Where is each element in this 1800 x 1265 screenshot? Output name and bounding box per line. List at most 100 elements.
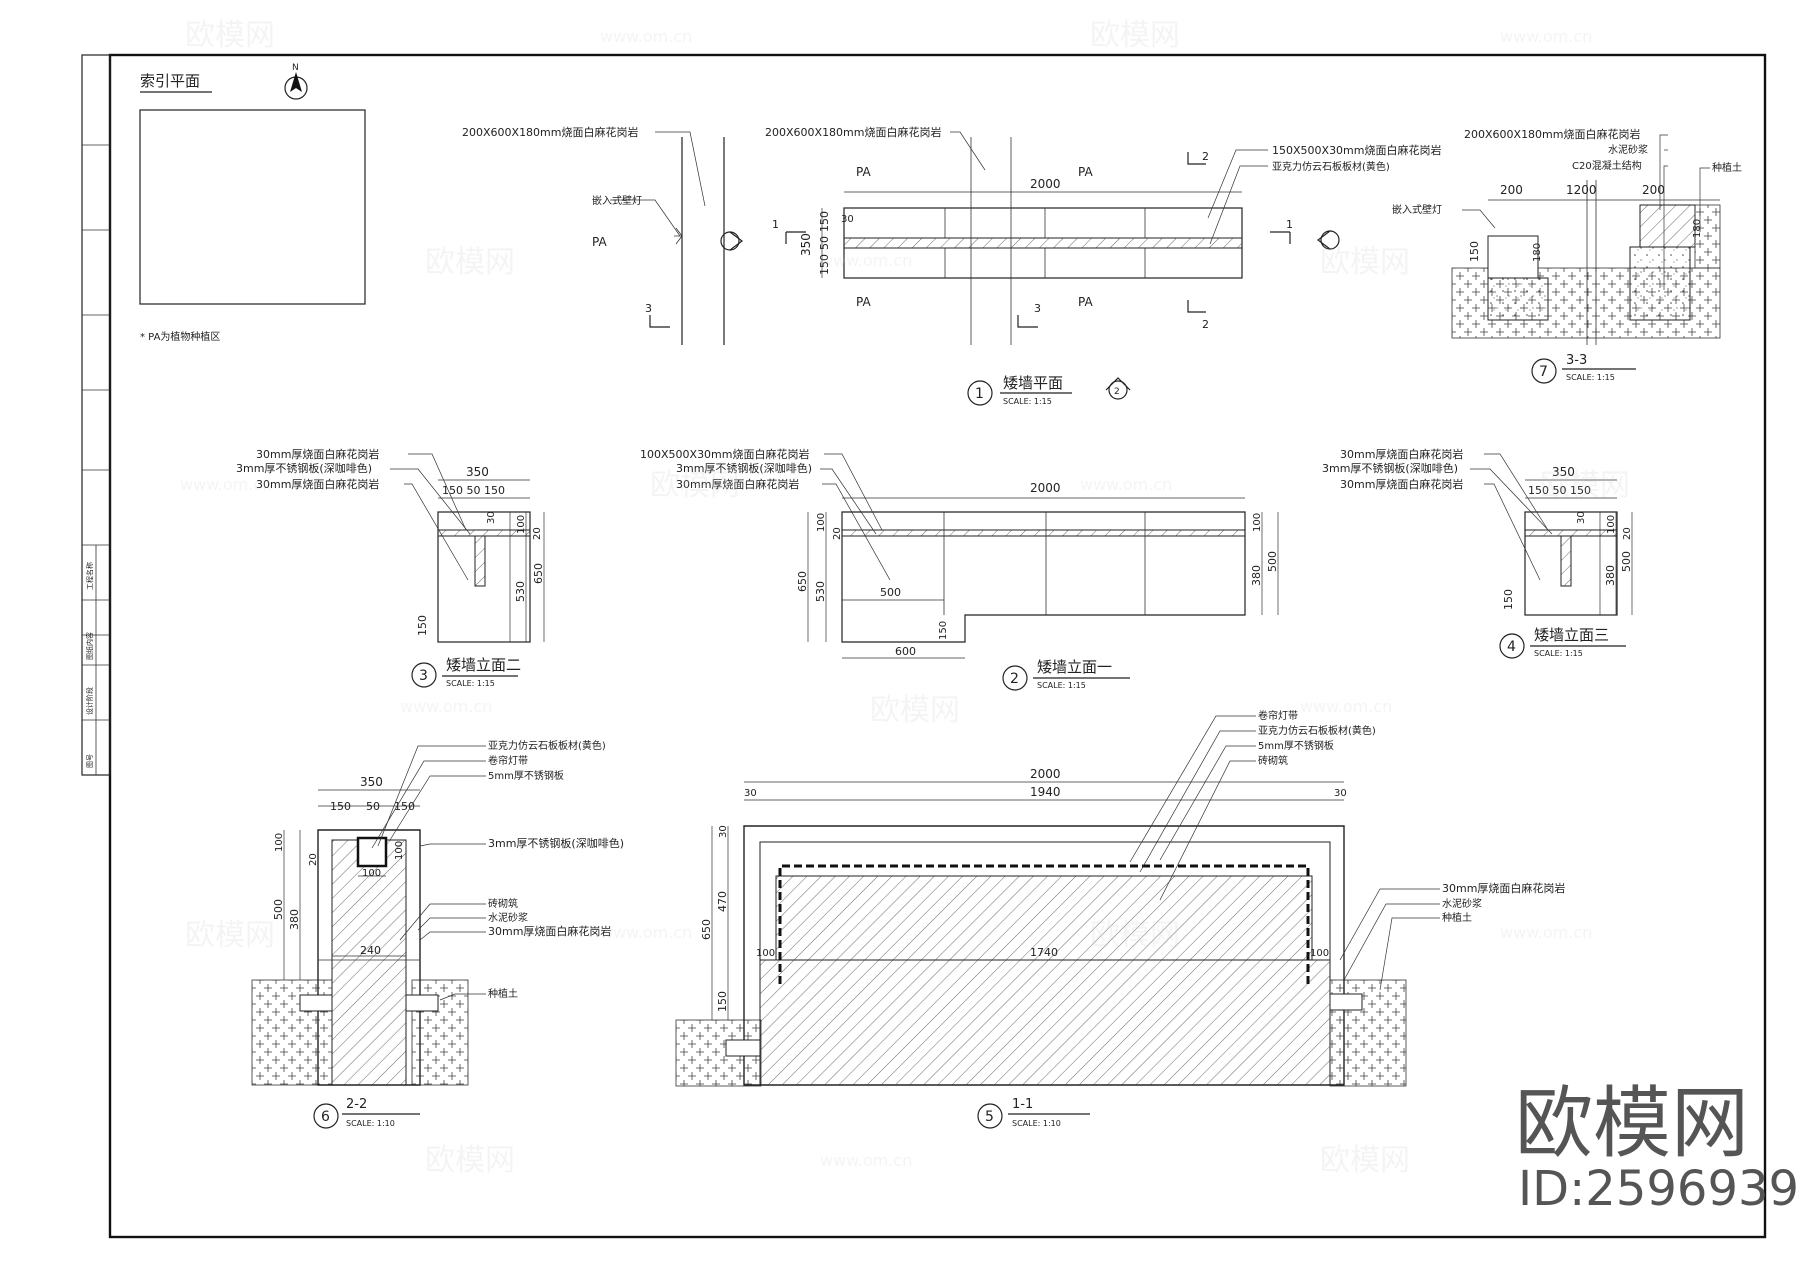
cut-3-mid: 3 <box>1034 302 1041 315</box>
elev3-title-block: 4 矮墙立面三 SCALE: 1:15 <box>1499 626 1626 659</box>
elev1-callout-a: 100X500X30mm烧面白麻花岗岩 <box>640 447 810 461</box>
sec22-dim-100c: 100 <box>362 868 381 879</box>
sec11-dim-100r: 100 <box>1310 948 1329 959</box>
elev3-callout-c: 30mm厚烧面白麻花岗岩 <box>1340 477 1463 491</box>
elev1-callout-c: 30mm厚烧面白麻花岗岩 <box>676 477 799 491</box>
elev2-callout-c: 30mm厚烧面白麻花岗岩 <box>256 477 379 491</box>
elev2-dim-30: 30 <box>486 511 497 524</box>
sec11-title: 1-1 <box>1012 1097 1033 1112</box>
elev2-dim-650: 650 <box>532 563 545 584</box>
sec22-dim-240: 240 <box>360 944 381 957</box>
tb-text-3: 设计阶段 <box>85 687 94 715</box>
sec22-dim-20: 20 <box>308 853 319 866</box>
elev1-dim-380: 380 <box>1250 565 1263 586</box>
title-block-dividers <box>82 144 110 775</box>
sec11-dim-1740: 1740 <box>1030 946 1058 959</box>
sec22-number: 6 <box>321 1109 330 1125</box>
elev2-dim-150: 150 <box>416 615 429 636</box>
sec11-dim-650: 650 <box>700 919 713 940</box>
sec22-dim-c: 150 <box>394 800 415 813</box>
elev1-outline <box>841 511 1246 643</box>
plan-callout-paving-left: 200X600X180mm烧面白麻花岗岩 <box>462 125 639 139</box>
elev3-dim-parts: 150 50 150 <box>1528 484 1591 497</box>
wm-brand-8: 欧模网 <box>185 918 275 953</box>
elev3-dim-20: 20 <box>1622 527 1633 540</box>
elev1-dim-600: 600 <box>895 645 916 658</box>
plan-dim-length: 2000 <box>1030 177 1061 191</box>
elev2-outline <box>437 511 531 643</box>
plan-callout-wall-lamp: 嵌入式壁灯 <box>592 194 642 207</box>
sec22-callout-brick: 砖砌筑 <box>488 897 518 910</box>
wm-url-8: www.om.cn <box>600 923 692 942</box>
wm-url-4: www.om.cn <box>180 475 272 494</box>
wm-url-7: www.om.cn <box>1300 697 1392 716</box>
elev1-dim-650: 650 <box>796 571 809 592</box>
sec11-dim-w: 2000 <box>1030 767 1061 781</box>
wm-brand-11: 欧模网 <box>1320 1143 1410 1178</box>
sec22-dim-w: 350 <box>360 775 383 789</box>
elev2-dim-530: 530 <box>514 581 527 602</box>
elev2-dim-20: 20 <box>532 527 543 540</box>
cut-1-right: 1 <box>1286 218 1293 231</box>
pa-label-4: PA <box>856 295 871 309</box>
index-plan-title: 索引平面 <box>140 72 200 90</box>
plan-scale: SCALE: 1:15 <box>1003 397 1052 406</box>
sec33-dim-h180a: 180 <box>1532 243 1543 262</box>
elev2-scale: SCALE: 1:15 <box>446 679 495 688</box>
elev1-dim-w: 2000 <box>1030 481 1061 495</box>
sec33-scale: SCALE: 1:15 <box>1566 373 1615 382</box>
title-block-text: 工程名称 图纸内容 设计阶段 图号 <box>85 562 94 768</box>
cut-2-top: 2 <box>1202 150 1209 163</box>
elev3-dim-w: 350 <box>1552 465 1575 479</box>
watermark-layer: 欧模网 欧模网 欧模网 欧模网 欧模网 欧模网 欧模网 欧模网 欧模网 欧模网 … <box>185 18 1630 1178</box>
elev1-title-block: 2 矮墙立面一 SCALE: 1:15 <box>1002 658 1130 691</box>
sec11-dim-r30: 30 <box>1334 788 1347 799</box>
section-3-3: 200 1200 200 150 180 180 200X600X180mm烧面… <box>1392 127 1742 384</box>
wm-brand-7: 欧模网 <box>870 693 960 728</box>
plan-number: 1 <box>975 386 984 402</box>
sec11-callout-granite: 30mm厚烧面白麻花岗岩 <box>1442 881 1565 895</box>
sec33-title: 3-3 <box>1566 353 1587 368</box>
sec22-scale: SCALE: 1:10 <box>346 1119 395 1128</box>
north-arrow-icon: N <box>284 63 308 100</box>
sec22-callout-mortar: 水泥砂浆 <box>488 911 528 924</box>
elev2-callout-b: 3mm厚不锈钢板(深咖啡色) <box>236 461 372 475</box>
plan-dim-150b: 150 <box>818 254 831 275</box>
sec33-callout-mortar: 水泥砂浆 <box>1608 143 1648 156</box>
elev2-dim-100: 100 <box>516 515 527 534</box>
elev2-title: 矮墙立面二 <box>446 656 521 674</box>
plan-title-block: 1 矮墙平面 SCALE: 1:15 2 <box>967 374 1131 406</box>
elev-ref-2: 2 <box>1114 387 1120 397</box>
sec33-callout-c20: C20混凝土结构 <box>1572 159 1642 172</box>
cut-2-bottom: 2 <box>1202 318 1209 331</box>
wm-brand-9: 欧模网 <box>1090 918 1180 953</box>
sec33-dim-c: 200 <box>1642 183 1665 197</box>
elevation-1: 2000 500 600 150 650 530 100 20 100 380 … <box>640 447 1279 691</box>
wm-brand-4: 欧模网 <box>1320 245 1410 280</box>
elev1-dim-100: 100 <box>816 513 827 532</box>
sec33-title-block: 7 3-3 SCALE: 1:15 <box>1531 353 1636 384</box>
sec22-title: 2-2 <box>346 1097 367 1112</box>
elev1-dim-500r: 500 <box>1266 551 1279 572</box>
sec11-callout-led: 卷帘灯带 <box>1258 709 1298 722</box>
elev2-title-block: 3 矮墙立面二 SCALE: 1:15 <box>411 656 521 688</box>
sec11-scale: SCALE: 1:10 <box>1012 1119 1061 1128</box>
sec22-title-block: 6 2-2 SCALE: 1:10 <box>313 1097 420 1129</box>
cut-3-left: 3 <box>645 302 652 315</box>
sec11-callout-brick: 砖砌筑 <box>1258 754 1288 767</box>
elevation-3: 350 150 50 150 30 100 20 380 500 150 30m… <box>1322 447 1633 659</box>
sec33-callout-lamp: 嵌入式壁灯 <box>1392 203 1442 216</box>
sec11-title-block: 5 1-1 SCALE: 1:10 <box>977 1097 1090 1129</box>
elev3-scale: SCALE: 1:15 <box>1534 649 1583 658</box>
watermark-url-layer: www.om.cn www.om.cn www.om.cn www.om.cn … <box>180 27 1592 1170</box>
sec22-callout-steel3: 3mm厚不锈钢板(深咖啡色) <box>488 836 624 850</box>
sec22-dim-b: 50 <box>366 800 380 813</box>
sec22-callout-granite: 30mm厚烧面白麻花岗岩 <box>488 924 611 938</box>
elev2-callout-a: 30mm厚烧面白麻花岗岩 <box>256 447 379 461</box>
elev3-callout-b: 3mm厚不锈钢板(深咖啡色) <box>1322 461 1458 475</box>
sec11-dim-l30: 30 <box>744 788 757 799</box>
sec33-dim-h150: 150 <box>1468 241 1481 262</box>
sec11-callout-mortar: 水泥砂浆 <box>1442 897 1482 910</box>
sec11-dim-470: 470 <box>716 891 729 912</box>
plan-dim-150a: 150 <box>818 211 831 232</box>
